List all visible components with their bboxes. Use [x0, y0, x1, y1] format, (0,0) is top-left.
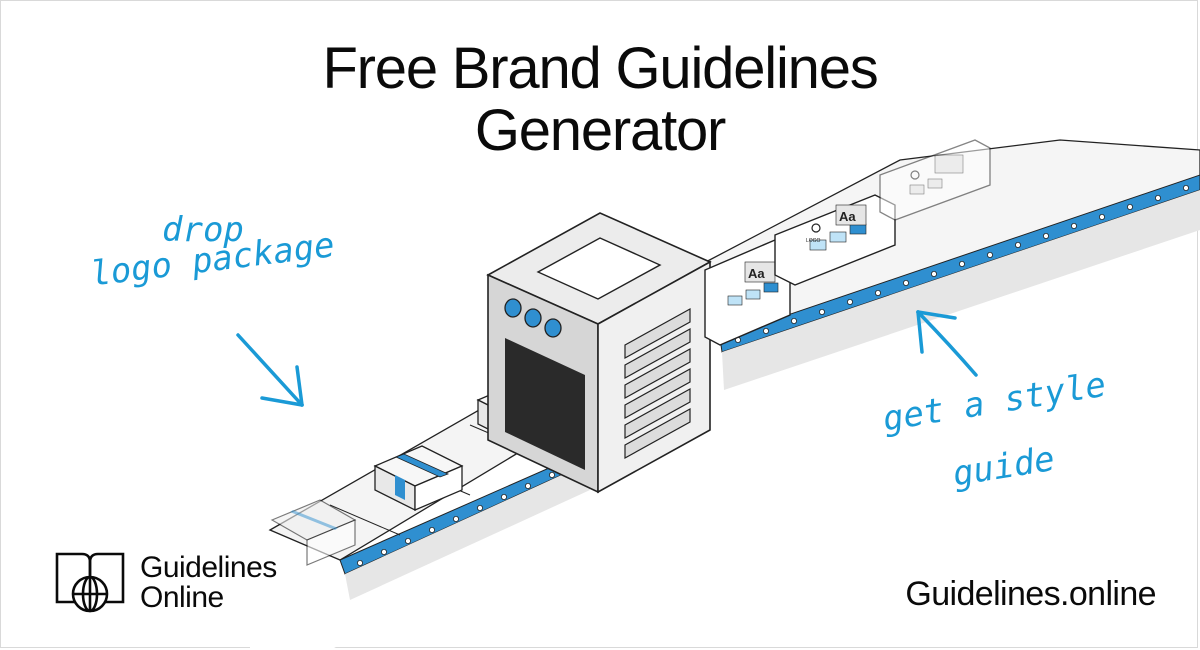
- page-title: Free Brand Guidelines Generator: [0, 38, 1200, 162]
- style-guide-card: Aa: [704, 239, 791, 346]
- brand-name-line-2: Online: [140, 581, 224, 614]
- generator-machine: [486, 212, 712, 494]
- style-guide-card: Aa LOGO: [774, 194, 896, 286]
- site-url-link[interactable]: Guidelines.online: [905, 575, 1156, 613]
- brand-name-line-1: Guidelines: [140, 551, 277, 584]
- brand-name: Guidelines Online: [140, 553, 277, 613]
- card-glyph-text: Aa: [839, 209, 856, 224]
- card-logo-label: LOGO: [806, 238, 821, 244]
- package-box: [373, 445, 464, 512]
- package-box: [270, 499, 357, 566]
- style-guide-card: [879, 139, 991, 221]
- note-drop: drop: [162, 210, 244, 250]
- book-globe-logo-icon: [55, 552, 125, 613]
- arrow-up-left-icon: [916, 310, 978, 377]
- brand-lockup[interactable]: Guidelines Online: [54, 550, 277, 616]
- arrow-down-right-icon: [236, 333, 304, 407]
- title-line-2: Generator: [474, 98, 727, 163]
- card-glyph-text: Aa: [748, 266, 765, 281]
- title-line-1: Free Brand Guidelines: [322, 36, 878, 101]
